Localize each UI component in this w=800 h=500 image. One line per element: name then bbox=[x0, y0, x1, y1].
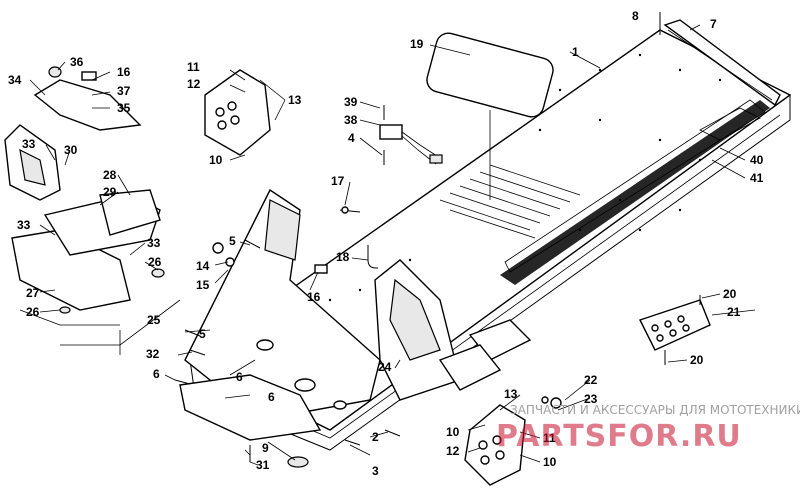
callout-4: 4 bbox=[348, 131, 355, 145]
footrest bbox=[639, 299, 711, 351]
callout-13: 13 bbox=[288, 93, 302, 107]
callout-39: 39 bbox=[344, 95, 358, 109]
heat-exchanger-slats bbox=[439, 164, 581, 239]
callout-7: 7 bbox=[710, 17, 717, 31]
rear-rail bbox=[663, 19, 781, 107]
callout-10b: 10 bbox=[446, 425, 460, 439]
callout-35: 35 bbox=[117, 101, 131, 115]
callout-9: 9 bbox=[262, 441, 269, 455]
callout-18: 18 bbox=[336, 250, 350, 264]
upper-left-cover bbox=[33, 66, 142, 131]
wire-harness bbox=[379, 124, 443, 165]
callout-11: 11 bbox=[187, 60, 200, 74]
callout-40: 40 bbox=[750, 153, 764, 167]
callout-31: 31 bbox=[256, 458, 270, 472]
callout-34: 34 bbox=[8, 73, 22, 87]
callout-6: 6 bbox=[153, 367, 160, 381]
callout-23: 23 bbox=[584, 392, 598, 406]
decal-stripe bbox=[500, 100, 770, 285]
callout-28: 28 bbox=[103, 168, 117, 182]
callout-14: 14 bbox=[196, 259, 210, 273]
watermark-logo: PARTSFOR.RU bbox=[496, 419, 742, 454]
callout-6c: 6 bbox=[268, 390, 275, 404]
decal-badge bbox=[699, 107, 761, 141]
callout-25: 25 bbox=[147, 313, 161, 327]
callout-16b: 16 bbox=[307, 290, 321, 304]
callout-38: 38 bbox=[344, 113, 358, 127]
callout-8: 8 bbox=[632, 9, 639, 23]
front-bulkhead bbox=[184, 188, 532, 421]
leader-lines bbox=[19, 24, 756, 466]
callout-21: 21 bbox=[727, 305, 741, 319]
callout-13b: 13 bbox=[504, 387, 518, 401]
watermark: ЗАПЧАСТИ И АКСЕССУАРЫ ДЛЯ МОТОТЕХНИКИ PA… bbox=[496, 403, 800, 454]
callout-37: 37 bbox=[117, 84, 131, 98]
callout-2: 2 bbox=[372, 430, 379, 444]
callout-5b: 5 bbox=[199, 327, 206, 341]
callout-6b: 6 bbox=[236, 370, 243, 384]
callout-33: 33 bbox=[22, 137, 36, 151]
callout-33b: 33 bbox=[17, 218, 31, 232]
callout-labels: 1 2 3 4 5 5 6 6 6 7 8 9 10 10 10 11 11 1… bbox=[8, 9, 764, 478]
callout-12: 12 bbox=[187, 77, 201, 91]
callout-10: 10 bbox=[209, 153, 223, 167]
watermark-tagline: ЗАПЧАСТИ И АКСЕССУАРЫ ДЛЯ МОТОТЕХНИКИ bbox=[510, 403, 800, 417]
callout-26b: 26 bbox=[26, 305, 40, 319]
callout-15: 15 bbox=[196, 278, 210, 292]
callout-20: 20 bbox=[723, 287, 737, 301]
lower-plate bbox=[179, 374, 322, 468]
callout-27: 27 bbox=[26, 286, 40, 300]
callout-33c: 33 bbox=[147, 236, 161, 250]
callout-32: 32 bbox=[146, 347, 160, 361]
callout-1: 1 bbox=[572, 45, 579, 59]
seat-pad bbox=[426, 32, 554, 118]
callout-22: 22 bbox=[584, 373, 598, 387]
callout-36: 36 bbox=[70, 55, 84, 69]
top-bracket bbox=[204, 69, 271, 156]
rivet-holes bbox=[298, 53, 722, 322]
callout-16: 16 bbox=[117, 65, 131, 79]
left-panel-assembly bbox=[4, 124, 165, 314]
callout-5: 5 bbox=[229, 234, 236, 248]
callout-41: 41 bbox=[750, 171, 764, 185]
decal-stripe-outline bbox=[504, 99, 766, 273]
callout-17: 17 bbox=[331, 174, 345, 188]
callout-19: 19 bbox=[410, 37, 424, 51]
callout-12b: 12 bbox=[446, 444, 460, 458]
callout-11b: 11 bbox=[543, 431, 556, 445]
callout-10c: 10 bbox=[543, 455, 557, 469]
callout-30: 30 bbox=[64, 143, 78, 157]
callout-26: 26 bbox=[148, 255, 162, 269]
callout-20b: 20 bbox=[690, 353, 704, 367]
callout-3: 3 bbox=[372, 464, 379, 478]
lower-bracket bbox=[464, 404, 526, 486]
callout-29: 29 bbox=[103, 185, 117, 199]
callout-24: 24 bbox=[378, 360, 392, 374]
fasteners bbox=[174, 12, 701, 462]
